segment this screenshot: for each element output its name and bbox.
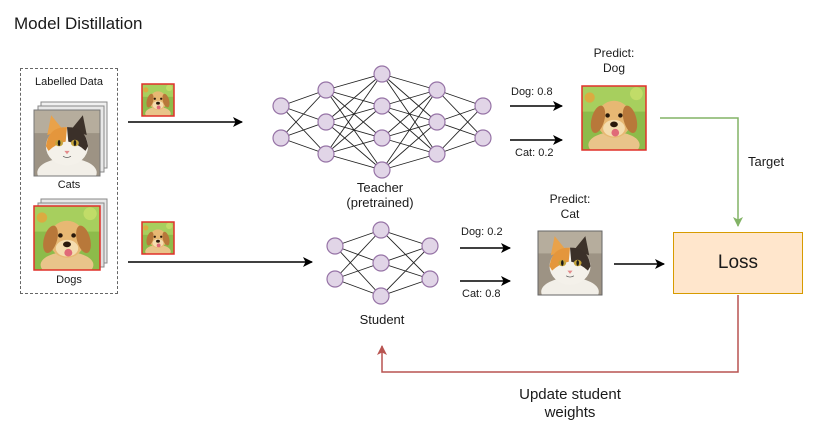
teacher-node-edge [381, 153, 438, 171]
teacher-node-edge [325, 137, 383, 155]
loss-box: Loss [673, 232, 803, 294]
student-node-node [326, 237, 344, 255]
teacher-node-node [317, 81, 335, 99]
student-node-node [372, 287, 390, 305]
teacher-node-edge [381, 89, 438, 139]
teacher-node-edge [325, 105, 383, 155]
teacher-node-edge [325, 73, 383, 123]
teacher-node-edge [280, 89, 327, 139]
teacher-node-edge [381, 73, 438, 91]
target-arrow [660, 117, 743, 227]
teacher-node-node [474, 129, 492, 147]
teacher-network [272, 65, 492, 179]
teacher-node-node [317, 113, 335, 131]
student-node-node [372, 221, 390, 239]
teacher-node-node [272, 97, 290, 115]
teacher-node-node [373, 129, 391, 147]
student-node-edge [380, 278, 431, 297]
student-node-edge [380, 245, 431, 264]
student-node-node [326, 270, 344, 288]
student-network [326, 221, 439, 305]
student-node-node [421, 237, 439, 255]
teacher-node-node [272, 129, 290, 147]
student-prediction-title: Predict: [549, 192, 591, 206]
labelled-data-label: Labelled Data [35, 76, 103, 88]
student-output-cat: Cat: 0.8 [462, 288, 501, 300]
update-weights-label: Update student [519, 386, 621, 403]
teacher-node-edge [325, 73, 383, 91]
teacher-node-node [474, 97, 492, 115]
diagram-title: Model Distillation [14, 14, 143, 33]
teacher-node-node [373, 65, 391, 83]
student-input-dog-thumbnail [141, 221, 175, 255]
teacher-node-edge [325, 73, 383, 155]
loss-label: Loss [717, 252, 759, 273]
cats-stack-image [33, 101, 108, 177]
dogs-stack-image [33, 198, 108, 271]
student-node-node [421, 270, 439, 288]
teacher-node-edge [436, 105, 484, 155]
update-weights-label-line2: weights [544, 404, 596, 421]
student-prediction-class: Cat [560, 207, 580, 221]
teacher-label: Teacher [356, 180, 404, 195]
teacher-sublabel: (pretrained) [346, 195, 414, 210]
labelled-data-box [20, 68, 118, 294]
teacher-node-node [317, 145, 335, 163]
student-node-edge [334, 229, 382, 280]
cats-label: Cats [57, 179, 81, 191]
teacher-output-dog: Dog: 0.8 [511, 86, 553, 98]
update-weights-arrow [377, 295, 739, 373]
dogs-label: Dogs [56, 274, 82, 286]
teacher-input-dog-thumbnail [141, 83, 175, 117]
teacher-node-node [373, 97, 391, 115]
teacher-node-edges [280, 73, 484, 171]
teacher-node-edge [325, 153, 383, 171]
teacher-node-node [428, 113, 446, 131]
teacher-node-edge [381, 89, 438, 171]
student-output-dog: Dog: 0.2 [461, 226, 503, 238]
student-label: Student [359, 312, 405, 327]
student-prediction-cat-image [537, 230, 603, 296]
target-label: Target [748, 154, 785, 169]
teacher-prediction-title: Predict: [593, 46, 635, 60]
teacher-node-edge [381, 89, 438, 107]
student-node-node [372, 254, 390, 272]
teacher-node-node [373, 161, 391, 179]
teacher-output-cat: Cat: 0.2 [515, 147, 554, 159]
teacher-node-edge [381, 121, 438, 171]
teacher-node-node [428, 145, 446, 163]
teacher-prediction-dog-image [581, 85, 647, 151]
teacher-node-node [428, 81, 446, 99]
student-node-edge [380, 245, 431, 297]
teacher-prediction-class: Dog [602, 61, 625, 75]
